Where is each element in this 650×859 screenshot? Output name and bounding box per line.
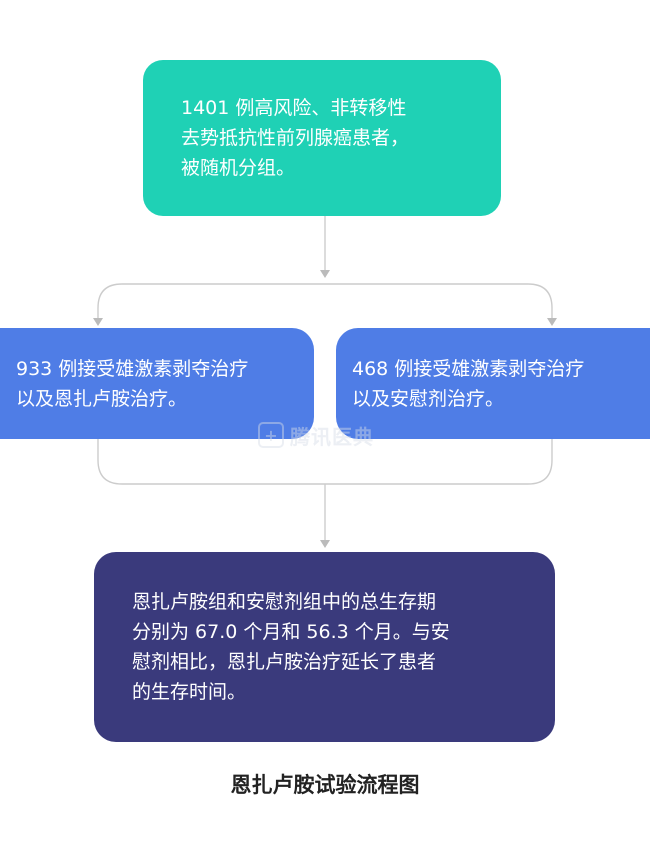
enrollment-text: 1401 例高风险、非转移性 去势抵抗性前列腺癌患者， 被随机分组。 — [181, 97, 410, 179]
arrow-left — [93, 318, 103, 326]
enrollment-box: 1401 例高风险、非转移性 去势抵抗性前列腺癌患者， 被随机分组。 — [143, 60, 501, 216]
arrow-top — [320, 270, 330, 278]
placebo-arm-box: 468 例接受雄激素剥夺治疗 以及安慰剂治疗。 — [336, 328, 650, 439]
placebo-arm-text: 468 例接受雄激素剥夺治疗 以及安慰剂治疗。 — [352, 357, 585, 410]
arrow-bottom — [320, 540, 330, 548]
arrow-right — [547, 318, 557, 326]
enzalutamide-arm-box: 933 例接受雄激素剥夺治疗 以及恩扎卢胺治疗。 — [0, 328, 314, 439]
connector-split — [97, 283, 553, 322]
watermark: + 腾讯医典 — [258, 418, 374, 452]
diagram-caption: 恩扎卢胺试验流程图 — [230, 773, 420, 797]
plus-icon: + — [258, 422, 284, 448]
watermark-text: 腾讯医典 — [290, 424, 374, 449]
enzalutamide-arm-text: 933 例接受雄激素剥夺治疗 以及恩扎卢胺治疗。 — [16, 357, 249, 410]
result-text: 恩扎卢胺组和安慰剂组中的总生存期 分别为 67.0 个月和 56.3 个月。与安… — [132, 591, 450, 703]
result-box: 恩扎卢胺组和安慰剂组中的总生存期 分别为 67.0 个月和 56.3 个月。与安… — [94, 552, 555, 742]
